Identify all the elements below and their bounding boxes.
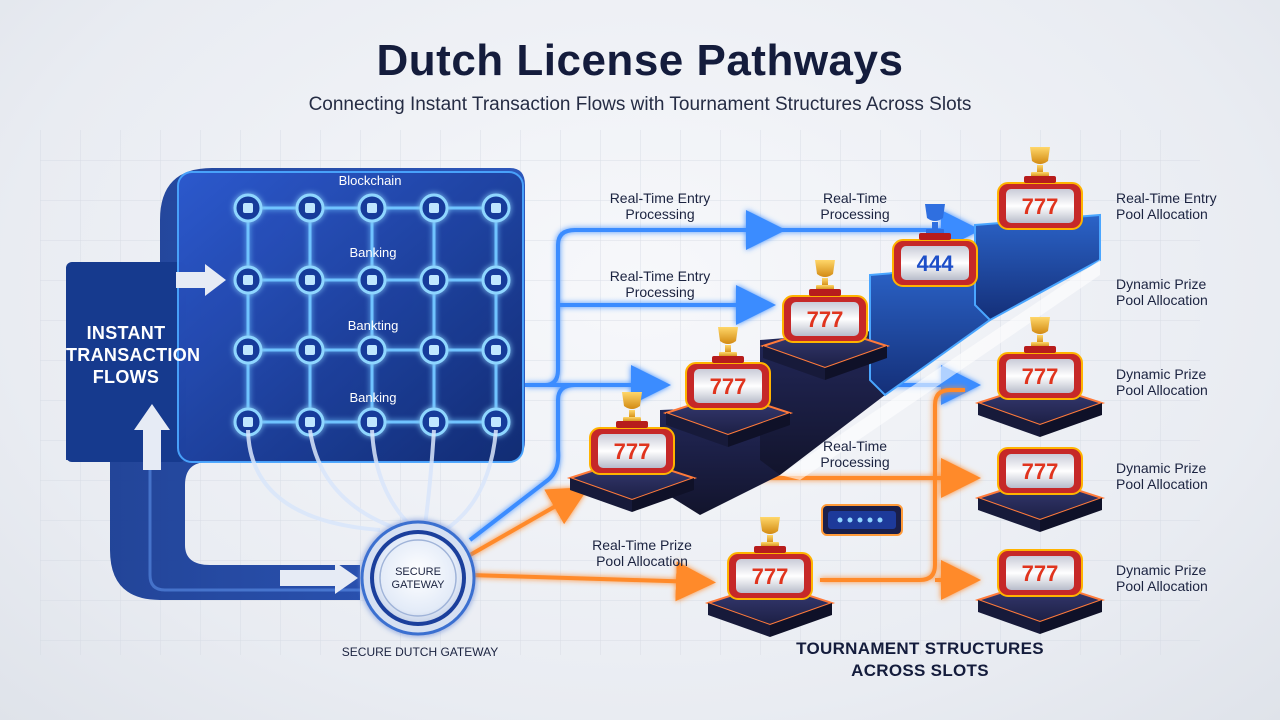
slot-base-side — [1040, 498, 1102, 532]
slot-base-side — [708, 603, 770, 637]
slot-base-side — [978, 403, 1040, 437]
slot-machine: 777 — [974, 447, 1106, 532]
grid-label-banking-2: Banking — [349, 390, 397, 405]
slot-machine: 777 — [974, 317, 1106, 437]
slot-reel-window — [901, 246, 969, 280]
slot-machines: 777 444 777 777 777 777 777 777 777 — [566, 147, 1106, 637]
network-node — [295, 265, 325, 295]
network-node — [357, 335, 387, 365]
slot-base-side — [978, 498, 1040, 532]
slot-reel-symbols: 777 — [807, 307, 844, 332]
network-node — [419, 193, 449, 223]
slot-reel-window — [598, 434, 666, 468]
trophy-icon — [1024, 147, 1056, 183]
slot-reel-symbols: 444 — [917, 251, 954, 276]
slot-reel-symbols: 777 — [710, 374, 747, 399]
slot-reel-symbols: 777 — [1022, 364, 1059, 389]
slot-machine: 777 — [662, 327, 794, 447]
secure-gateway[interactable] — [360, 520, 476, 636]
trophy-icon — [754, 517, 786, 553]
slot-base-side — [1040, 403, 1102, 437]
trophy-icon — [1024, 317, 1056, 353]
slot-base-side — [1040, 600, 1102, 634]
slot-base-side — [763, 346, 825, 380]
network-node — [233, 193, 263, 223]
trophy-icon — [712, 327, 744, 363]
band-highlight — [148, 460, 360, 592]
network-node — [419, 265, 449, 295]
slot-base-side — [570, 478, 632, 512]
slot-reel-window — [1006, 454, 1074, 488]
arrow-up-icon — [134, 404, 170, 470]
progress-badge — [821, 504, 903, 536]
network-node — [357, 265, 387, 295]
network-node — [419, 335, 449, 365]
slot-reel-window — [1006, 556, 1074, 590]
slot-reel-symbols: 777 — [614, 439, 651, 464]
slot-base-side — [770, 603, 832, 637]
slot-reel-window — [736, 559, 804, 593]
network-panel — [177, 171, 524, 463]
slot-reel-symbols: 777 — [1022, 459, 1059, 484]
slot-machine: 777 — [704, 517, 836, 637]
network-node — [481, 407, 511, 437]
tournament-structures-label: TOURNAMENT STRUCTURES ACROSS SLOTS — [796, 639, 1044, 680]
slot-base-side — [978, 600, 1040, 634]
network-node — [295, 193, 325, 223]
trophy-icon — [616, 392, 648, 428]
gateway-caption: SECURE DUTCH GATEWAY — [341, 645, 499, 659]
slot-machine: 777 — [759, 260, 891, 380]
slot-reel-symbols: 777 — [1022, 194, 1059, 219]
slot-machine: 444 — [892, 204, 978, 287]
slot-machine: 777 — [566, 392, 698, 512]
slot-reel-window — [1006, 359, 1074, 393]
page-title: Dutch License Pathways — [376, 36, 904, 85]
slot-base-side — [632, 478, 694, 512]
slot-machine: 777 — [997, 147, 1083, 230]
arrow-to-gateway-icon — [280, 562, 358, 594]
grid-label-banking-1: Banking — [349, 245, 397, 260]
slot-reel-window — [791, 302, 859, 336]
grid-label-blockchain: Blockchain — [338, 173, 402, 188]
arrow-right-icon — [176, 264, 226, 296]
grid-label-bankting: Bankting — [347, 318, 399, 333]
slot-base-side — [666, 413, 728, 447]
network-node — [357, 193, 387, 223]
converging-strands — [246, 429, 498, 532]
trophy-icon — [919, 204, 951, 240]
slot-reel-symbols: 777 — [752, 564, 789, 589]
network-nodes — [233, 193, 511, 437]
slot-reel-window — [1006, 189, 1074, 223]
network-node — [295, 407, 325, 437]
slot-machine: 777 — [974, 549, 1106, 634]
network-node — [481, 265, 511, 295]
trophy-icon — [809, 260, 841, 296]
page-subtitle: Connecting Instant Transaction Flows wit… — [308, 94, 972, 115]
slot-reel-symbols: 777 — [1022, 561, 1059, 586]
network-node — [481, 193, 511, 223]
slot-base-side — [728, 413, 790, 447]
network-node — [481, 335, 511, 365]
network-node — [295, 335, 325, 365]
slot-reel-window — [694, 369, 762, 403]
slot-base-side — [825, 346, 887, 380]
gateway-inner-label: SECURE GATEWAY — [391, 566, 445, 591]
network-node — [233, 265, 263, 295]
network-node — [233, 335, 263, 365]
instant-flows-label: INSTANT TRANSACTION FLOWS — [66, 323, 201, 387]
